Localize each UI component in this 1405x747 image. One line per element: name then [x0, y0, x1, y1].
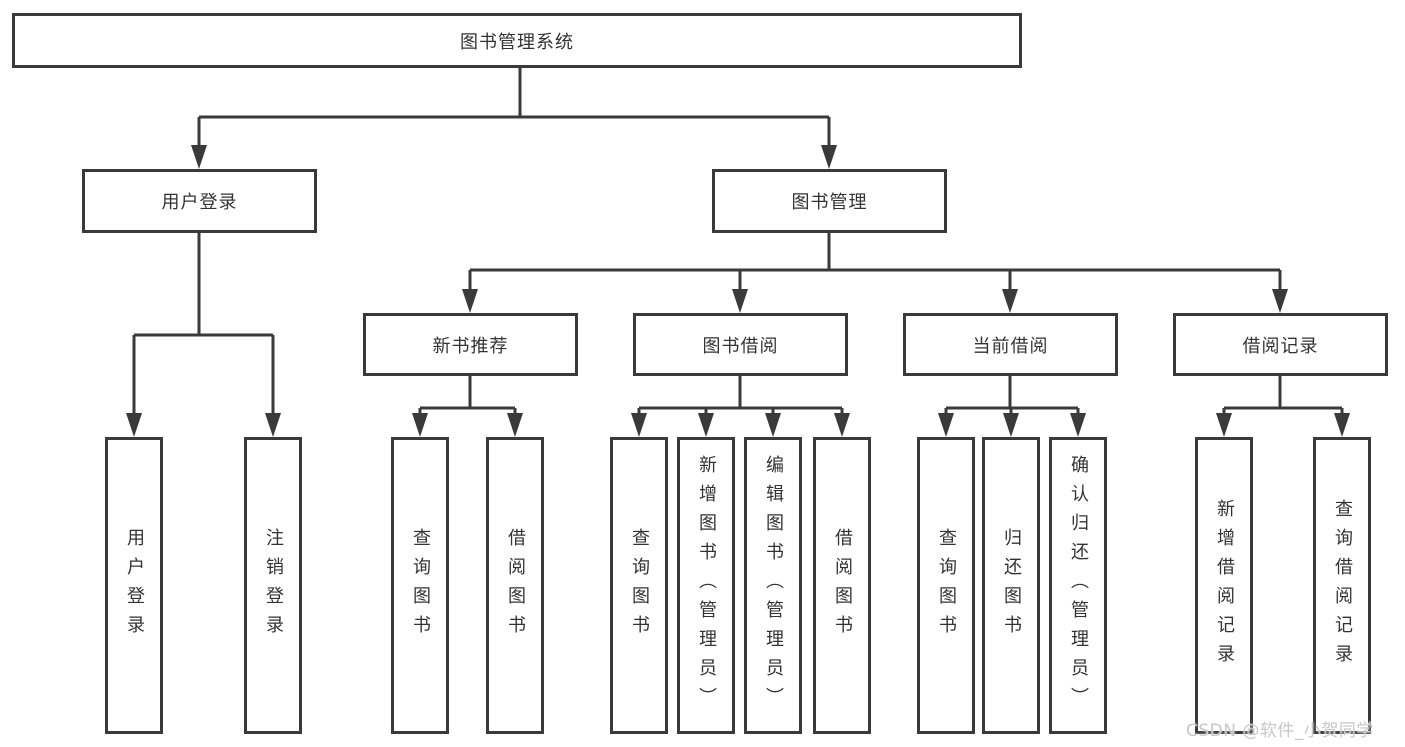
arrowhead: [507, 413, 523, 437]
node-book-borrowing: 图书借阅: [633, 313, 848, 376]
arrowhead: [631, 413, 647, 437]
leaf-confirm-return-admin: 确认归还（管理员）: [1049, 437, 1107, 734]
arrowhead: [1003, 413, 1019, 437]
leaf-query-books-2-label: 查询图书: [629, 527, 650, 644]
leaf-add-books-admin: 新增图书（管理员）: [677, 437, 735, 734]
leaf-query-books-2: 查询图书: [610, 437, 668, 734]
leaf-return-books-label: 归还图书: [1001, 527, 1022, 644]
leaf-edit-books-admin-label: 编辑图书（管理员）: [763, 455, 784, 716]
arrowhead: [265, 413, 281, 437]
leaf-query-loan-record: 查询借阅记录: [1313, 437, 1371, 734]
node-user-login: 用户登录: [82, 169, 317, 233]
arrowhead: [126, 413, 142, 437]
node-book-borrowing-label: 图书借阅: [702, 335, 779, 357]
leaf-logout-label: 注销登录: [263, 527, 284, 644]
arrowhead: [412, 413, 428, 437]
node-root: 图书管理系统: [12, 13, 1022, 68]
leaf-query-loan-record-label: 查询借阅记录: [1332, 498, 1353, 673]
node-loan-records-label: 借阅记录: [1242, 335, 1319, 357]
arrowhead: [1272, 289, 1288, 313]
node-current-loans-label: 当前借阅: [972, 335, 1049, 357]
arrowhead: [1070, 413, 1086, 437]
leaf-add-loan-record-label: 新增借阅记录: [1214, 498, 1235, 673]
leaf-logout: 注销登录: [244, 437, 302, 734]
leaf-query-books-1: 查询图书: [391, 437, 449, 734]
leaf-user-login: 用户登录: [105, 437, 163, 734]
leaf-user-login-label: 用户登录: [124, 527, 145, 644]
leaf-borrow-books-2-label: 借阅图书: [832, 527, 853, 644]
leaf-return-books: 归还图书: [982, 437, 1040, 734]
arrowhead: [1334, 413, 1350, 437]
csdn-watermark: CSDN @软件_小贺同学: [1186, 721, 1374, 741]
arrowhead: [732, 289, 748, 313]
leaf-confirm-return-admin-label: 确认归还（管理员）: [1068, 455, 1089, 716]
leaf-borrow-books-1: 借阅图书: [486, 437, 544, 734]
node-new-book-recommend-label: 新书推荐: [432, 335, 509, 357]
leaf-borrow-books-2: 借阅图书: [813, 437, 871, 734]
arrowhead: [462, 289, 478, 313]
node-book-management: 图书管理: [712, 169, 947, 233]
leaf-query-books-1-label: 查询图书: [410, 527, 431, 644]
leaf-edit-books-admin: 编辑图书（管理员）: [744, 437, 802, 734]
arrowhead: [191, 145, 207, 169]
leaf-borrow-books-1-label: 借阅图书: [505, 527, 526, 644]
leaf-query-books-3-label: 查询图书: [936, 527, 957, 644]
node-current-loans: 当前借阅: [903, 313, 1118, 376]
leaf-add-loan-record: 新增借阅记录: [1195, 437, 1253, 734]
node-root-label: 图书管理系统: [460, 31, 574, 53]
arrowhead: [1002, 289, 1018, 313]
arrowhead: [765, 413, 781, 437]
node-loan-records: 借阅记录: [1173, 313, 1388, 376]
node-book-management-label: 图书管理: [791, 192, 868, 213]
connector-paths: [132, 68, 1344, 415]
arrowhead: [1216, 413, 1232, 437]
arrowhead: [834, 413, 850, 437]
leaf-query-books-3: 查询图书: [917, 437, 975, 734]
arrowhead: [821, 145, 837, 169]
node-user-login-label: 用户登录: [161, 192, 238, 213]
arrowheads: [126, 145, 1350, 437]
arrowhead: [938, 413, 954, 437]
node-new-book-recommend: 新书推荐: [363, 313, 578, 376]
leaf-add-books-admin-label: 新增图书（管理员）: [696, 455, 717, 716]
arrowhead: [698, 413, 714, 437]
